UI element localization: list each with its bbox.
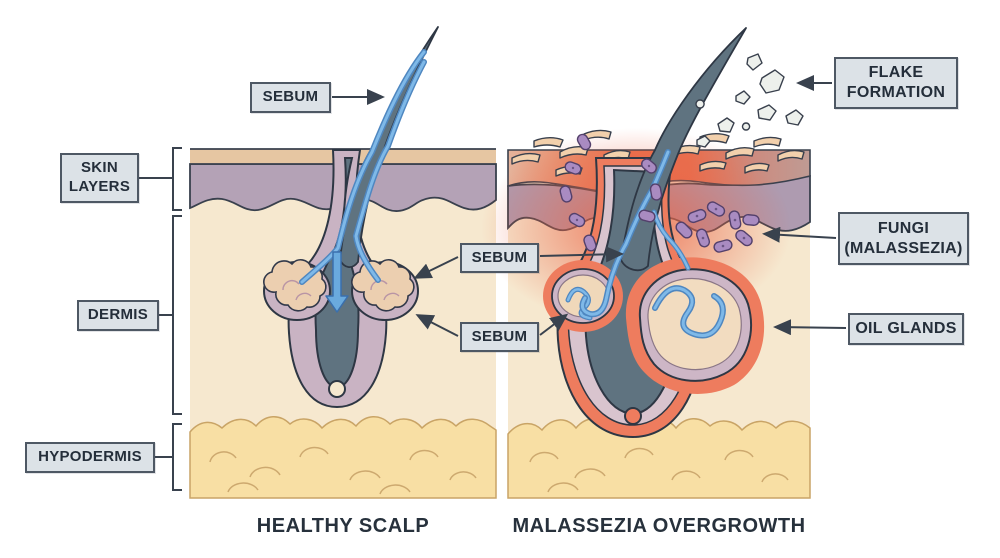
caption-healthy-scalp: HEALTHY SCALP bbox=[256, 515, 430, 537]
label-oil-glands: OIL GLANDS bbox=[848, 313, 964, 345]
label-flake-formation-line1: FLAKE bbox=[868, 64, 924, 81]
label-skin-layers-line1: SKIN bbox=[80, 159, 119, 177]
hypodermis-left bbox=[189, 416, 497, 499]
annotation-lines bbox=[138, 75, 847, 491]
label-sebum-hair-text: SEBUM bbox=[262, 88, 319, 106]
label-oil-glands-text: OIL GLANDS bbox=[855, 320, 957, 337]
label-flake-formation-line2: FORMATION bbox=[846, 84, 946, 101]
healthy-scalp-panel bbox=[189, 26, 497, 499]
label-flake-formation: FLAKE FORMATION bbox=[834, 57, 958, 109]
label-skin-layers: SKIN LAYERS bbox=[60, 153, 139, 203]
oil-gland-right-b-enlarged bbox=[625, 257, 765, 394]
sebum-flow-arrow-icon bbox=[325, 251, 349, 313]
label-sebum-gland-bottom: SEBUM bbox=[460, 322, 539, 352]
label-sebum-gland-top-text: SEBUM bbox=[471, 248, 528, 266]
label-hypodermis-text: HYPODERMIS bbox=[38, 448, 142, 466]
label-dermis: DERMIS bbox=[77, 300, 159, 331]
label-hypodermis: HYPODERMIS bbox=[25, 442, 155, 473]
dandruff-flakes bbox=[695, 53, 804, 148]
sebum-flow-left bbox=[299, 49, 427, 285]
malassezia-panel bbox=[481, 27, 811, 499]
papilla-right bbox=[624, 407, 642, 425]
label-sebum-gland-bottom-text: SEBUM bbox=[471, 327, 528, 345]
label-dermis-text: DERMIS bbox=[87, 306, 149, 324]
label-fungi-line1: FUNGI bbox=[877, 219, 930, 237]
caption-malassezia-overgrowth: MALASSEZIA OVERGROWTH bbox=[512, 515, 806, 537]
papilla-left bbox=[328, 380, 346, 398]
oil-gland-left-b bbox=[351, 258, 419, 321]
label-fungi-line2: (MALASSEZIA) bbox=[844, 239, 963, 257]
label-sebum-hair: SEBUM bbox=[250, 82, 331, 113]
label-fungi-malassezia: FUNGI (MALASSEZIA) bbox=[838, 212, 969, 265]
label-skin-layers-line2: LAYERS bbox=[68, 178, 131, 195]
label-sebum-gland-top: SEBUM bbox=[460, 243, 539, 273]
malassezia-fungi bbox=[559, 133, 760, 253]
